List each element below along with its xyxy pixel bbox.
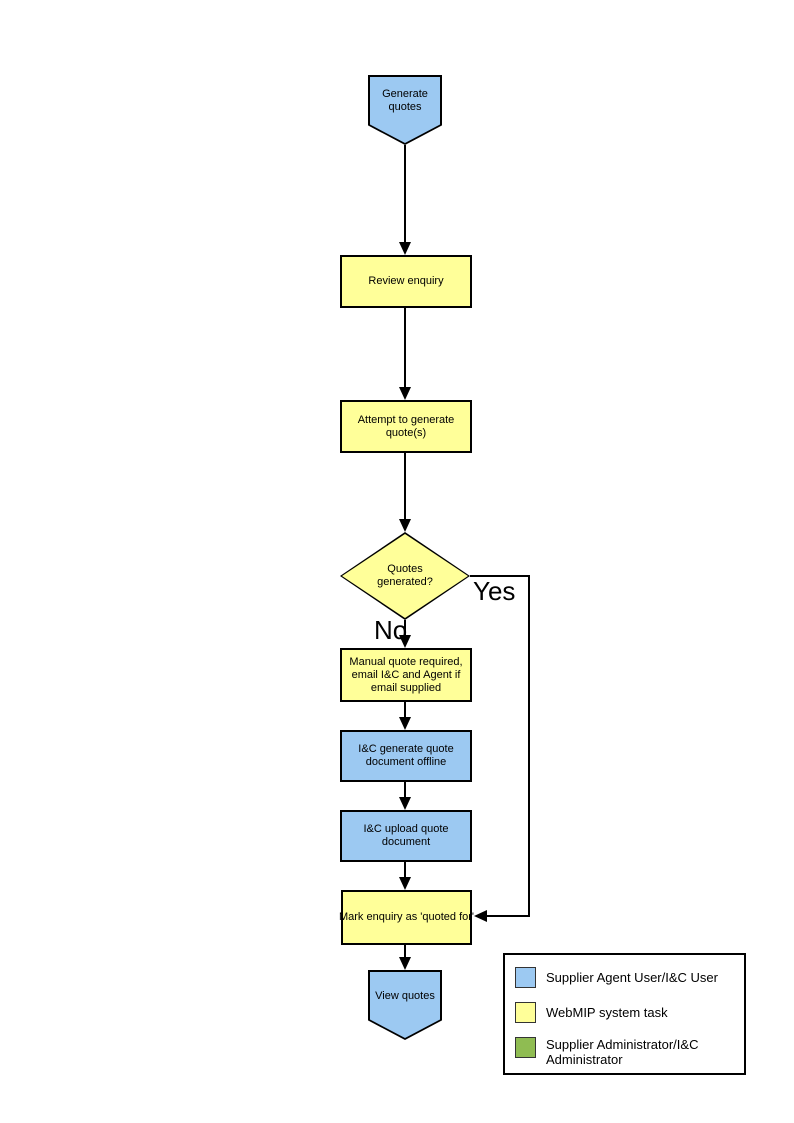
legend-swatch-blue [515,967,536,988]
node-review-enquiry-label: Review enquiry [368,275,444,287]
node-upload-quote-label: I&C upload quote document [363,823,449,848]
connector-upload-mark [404,862,406,877]
connector-review-attempt [404,308,406,387]
legend-item-user: Supplier Agent User/I&C User [515,967,731,988]
node-review-enquiry: Review enquiry [340,255,472,308]
connector-manual-offline [404,702,406,717]
connector-yes-horizontal-bottom [487,915,530,917]
legend-label-user: Supplier Agent User/I&C User [546,970,718,985]
node-view-quotes: View quotes [368,970,442,1040]
node-upload-quote: I&C upload quote document [340,810,472,862]
node-generate-quotes: Generate quotes [368,75,442,145]
legend-label-system: WebMIP system task [546,1005,668,1020]
legend-item-system: WebMIP system task [515,1002,731,1023]
arrowhead-attempt-decision [399,519,411,532]
connector-mark-end [404,945,406,957]
connector-offline-upload [404,782,406,797]
legend-item-admin: Supplier Administrator/I&C Administrator [515,1037,731,1067]
arrowhead-upload-mark [399,877,411,890]
connector-start-review [404,145,406,242]
legend-label-admin: Supplier Administrator/I&C Administrator [546,1037,699,1067]
arrowhead-yes-mark [474,910,487,922]
arrowhead-decision-manual [399,635,411,648]
node-attempt-generate: Attempt to generate quote(s) [340,400,472,453]
arrowhead-mark-end [399,957,411,970]
node-mark-enquiry-label: Mark enquiry as 'quoted for' [338,911,475,923]
legend-swatch-yellow [515,1002,536,1023]
node-generate-offline-label: I&C generate quote document offline [358,743,454,768]
arrowhead-review-attempt [399,387,411,400]
connector-attempt-decision [404,453,406,519]
node-decision-quotes-generated: Quotes generated? [340,532,470,620]
node-generate-offline: I&C generate quote document offline [340,730,472,782]
node-attempt-generate-label: Attempt to generate quote(s) [357,413,455,439]
branch-label-yes: Yes [473,576,516,606]
connector-yes-horizontal-top [470,575,530,577]
connector-yes-vertical [528,575,530,917]
node-manual-quote-label: Manual quote required, email I&C and Age… [349,655,463,694]
connector-decision-manual [404,620,406,635]
arrowhead-offline-upload [399,797,411,810]
node-manual-quote: Manual quote required, email I&C and Age… [340,648,472,702]
arrowhead-start-review [399,242,411,255]
node-generate-quotes-label: Generate quotes [382,88,428,113]
legend-swatch-green [515,1037,536,1058]
arrowhead-manual-offline [399,717,411,730]
node-mark-enquiry: Mark enquiry as 'quoted for' [338,890,475,945]
node-view-quotes-label: View quotes [375,989,435,1002]
legend: Supplier Agent User/I&C User WebMIP syst… [503,953,746,1075]
node-decision-label: Quotes generated? [377,563,433,588]
